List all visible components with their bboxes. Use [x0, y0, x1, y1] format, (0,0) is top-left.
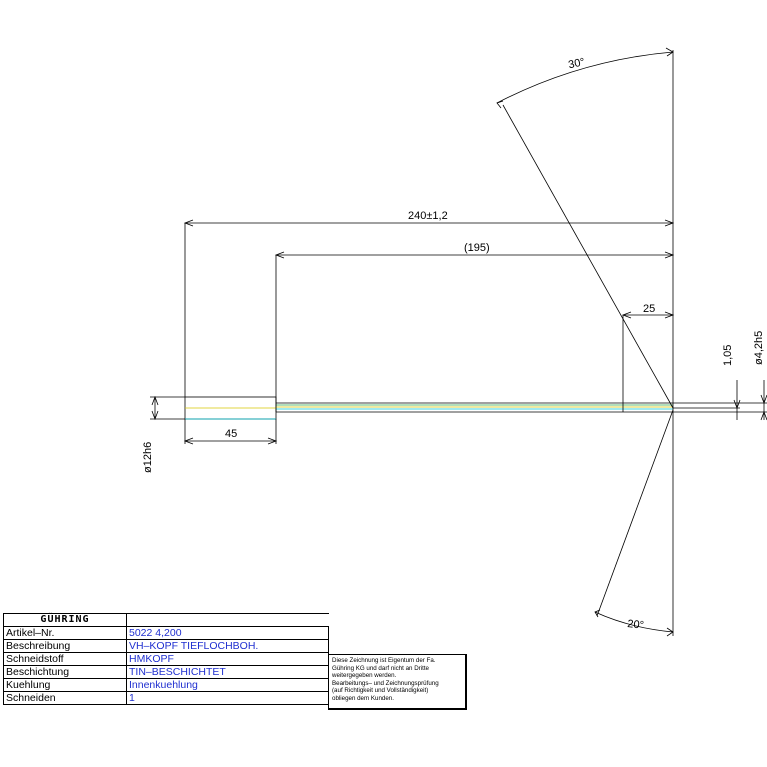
cooling-value: Innenkuehlung [126, 678, 329, 692]
flutes-label: Schneiden [3, 691, 127, 705]
cooling-label: Kuehlung [3, 678, 127, 692]
overall-length-label: 240±1,2 [408, 210, 448, 222]
angle-20-line [596, 409, 674, 617]
legal-notice: Diese Zeichnung ist Eigentum der Fa. Güh… [328, 654, 467, 710]
description-value: VH–KOPF TIEFLOCHBOH. [126, 639, 329, 653]
shank-diameter-label: ø12h6 [142, 442, 154, 473]
head-diameter-label: ø4,2h5 [753, 331, 765, 365]
coating-label: Beschichtung [3, 665, 127, 679]
company-logo: GÜHRING [3, 613, 127, 627]
angle-30-arc [496, 51, 674, 104]
title-block-row: Beschreibung VH–KOPF TIEFLOCHBOH. [3, 639, 329, 653]
title-block-logo-row: GÜHRING [3, 613, 329, 627]
offset-label: 1,05 [722, 345, 734, 366]
legal-line: (auf Richtigkeit und Vollständigkeit) [332, 687, 429, 695]
shank-length-label: 45 [225, 428, 237, 440]
title-block-row: Schneidstoff HMKOPF [3, 652, 329, 666]
angle-20-arc [594, 611, 674, 633]
title-block-row: Kuehlung Innenkuehlung [3, 678, 329, 692]
title-block-row: Artikel–Nr. 5022 4,200 [3, 626, 329, 640]
legal-line: Bearbeitungs– und Zeichnungsprüfung [332, 679, 439, 687]
title-block-row: Schneiden 1 [3, 691, 329, 705]
head-length-label: 25 [643, 303, 655, 315]
legal-line: Gühring KG und darf nicht an Dritte [332, 664, 429, 672]
angle-30-label: 30° [567, 56, 586, 71]
angle-20-label: 20° [627, 618, 645, 632]
angle-30-line [502, 104, 674, 409]
article-number-label: Artikel–Nr. [3, 626, 127, 640]
reference-length-label: (195) [464, 242, 490, 254]
cutting-material-value: HMKOPF [126, 652, 329, 666]
coating-value: TIN–BESCHICHTET [126, 665, 329, 679]
cutting-material-label: Schneidstoff [3, 652, 127, 666]
title-block: GÜHRING Artikel–Nr. 5022 4,200 Beschreib… [3, 613, 329, 705]
logo-spacer [126, 613, 329, 627]
description-label: Beschreibung [3, 639, 127, 653]
article-number-value: 5022 4,200 [126, 626, 329, 640]
legal-line: obliegen dem Kunden. [332, 694, 394, 702]
flutes-value: 1 [126, 691, 329, 705]
legal-line: weitergegeben werden. [332, 672, 397, 680]
title-block-row: Beschichtung TIN–BESCHICHTET [3, 665, 329, 679]
legal-line: Diese Zeichnung ist Eigentum der Fa. [332, 657, 436, 664]
